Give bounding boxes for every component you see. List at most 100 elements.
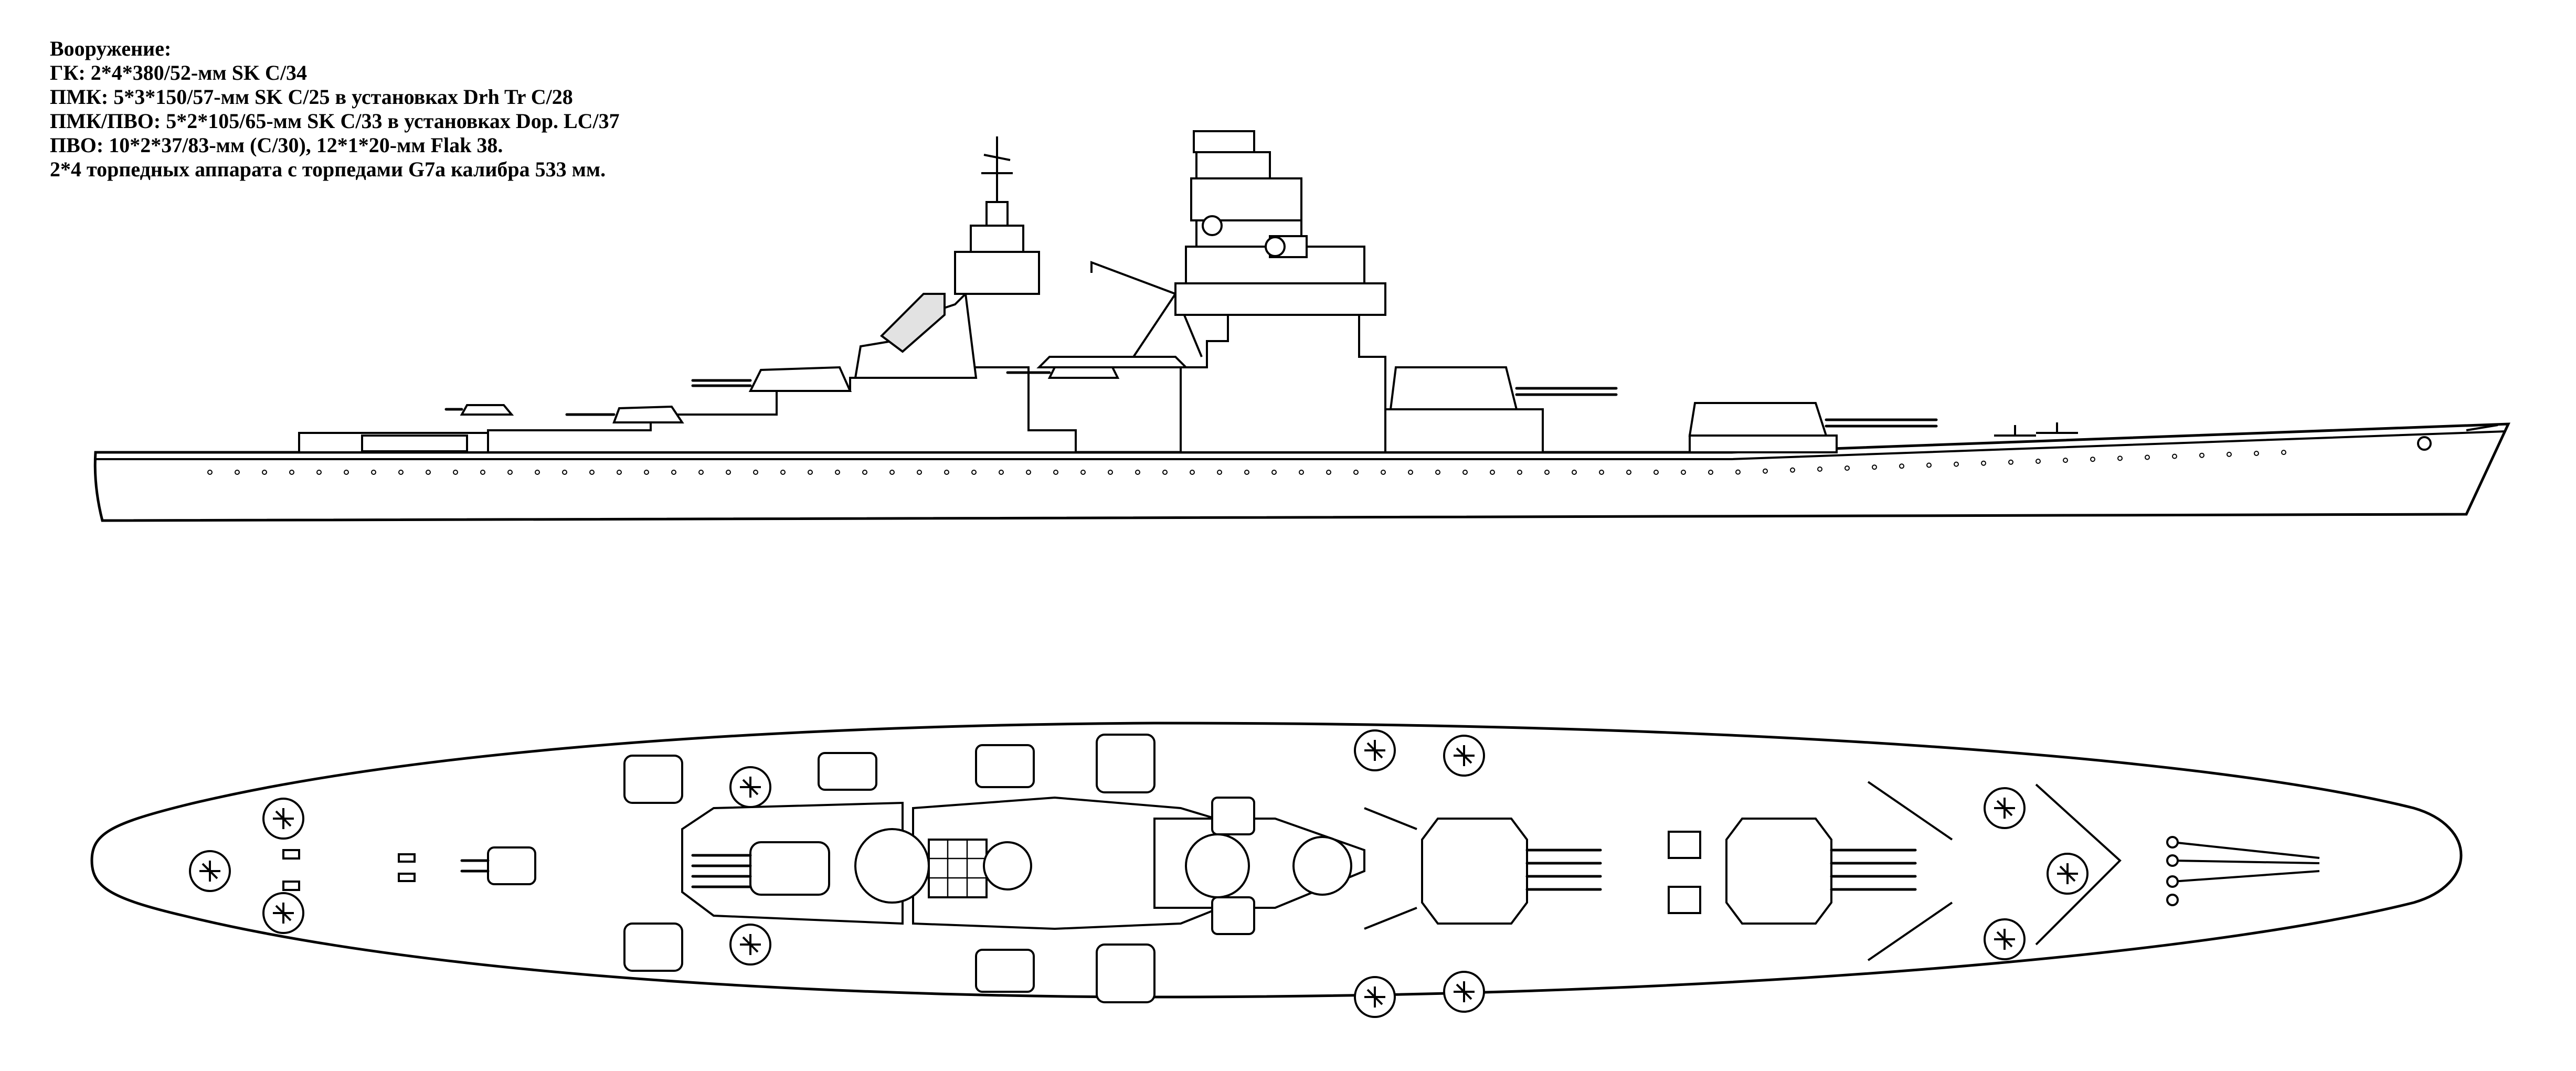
porthole: [316, 470, 322, 475]
plan-forward-director: [1292, 836, 1352, 896]
profile-rangefinder: [1193, 130, 1255, 153]
porthole: [1817, 466, 1822, 472]
porthole: [1053, 470, 1058, 475]
porthole: [835, 470, 840, 475]
porthole: [1735, 469, 1741, 475]
porthole: [1108, 470, 1113, 475]
porthole: [1681, 470, 1686, 475]
plan-breakwater: [1867, 781, 1953, 961]
porthole: [1544, 470, 1550, 475]
plan-secondary-turret-port-3: [975, 744, 1035, 788]
plan-aft-director: [854, 828, 930, 904]
plan-secondary-turret-port-4: [1096, 734, 1156, 793]
profile-midship-secondary-turret: [1047, 366, 1120, 379]
porthole: [780, 470, 786, 475]
porthole: [1299, 470, 1304, 475]
plan-secondary-turret-port-2: [818, 752, 877, 791]
porthole: [944, 470, 949, 475]
profile-stern-catapult: [361, 434, 468, 452]
plan-secondary-turret-port-1: [623, 755, 683, 804]
porthole: [1517, 470, 1522, 475]
porthole: [1626, 470, 1631, 475]
profile-aa-mount: [460, 404, 514, 416]
porthole: [507, 470, 513, 475]
profile-bridge-level: [1174, 282, 1386, 316]
porthole: [1490, 470, 1495, 475]
plan-forward-main-turret-b: [1421, 818, 1528, 925]
armament-spec-block: Вооружение: ГК: 2*4*380/52-мм SK C/34 ПМ…: [50, 37, 942, 182]
aa-emblem-icon: [199, 861, 220, 882]
profile-hull: [93, 422, 2510, 522]
plan-aft-main-turret: [749, 841, 830, 896]
profile-aft-superstructure: [487, 366, 1077, 453]
porthole: [1926, 462, 1932, 468]
plan-secondary-turret-stbd-1: [623, 922, 683, 972]
secondary-battery-line: ПМК: 5*3*150/57-мм SK C/25 в установках …: [50, 85, 573, 109]
porthole: [344, 470, 349, 475]
porthole: [453, 470, 458, 475]
anti-aircraft-line: ПВО: 10*2*37/83-мм (C/30), 12*1*20-мм Fl…: [50, 133, 503, 157]
profile-conning-tower: [1190, 177, 1302, 221]
porthole: [1408, 470, 1413, 475]
profile-jackstaff: [2466, 424, 2498, 431]
porthole: [480, 470, 485, 475]
aa-emblem-icon: [2057, 863, 2078, 884]
plan-secondary-turret-stbd-3: [975, 949, 1035, 993]
profile-crane: [1090, 261, 1178, 358]
porthole: [808, 470, 813, 475]
profile-barbette-b: [1384, 408, 1544, 453]
porthole: [1135, 470, 1140, 475]
porthole: [1572, 470, 1577, 475]
aa-emblem-icon: [1454, 981, 1475, 1002]
porthole: [426, 470, 431, 475]
profile-boat-deck: [1036, 356, 1189, 368]
aa-emblem-icon: [1454, 745, 1475, 766]
porthole: [2090, 457, 2095, 462]
profile-forward-superstructure: [1180, 314, 1386, 453]
porthole: [917, 470, 922, 475]
deck-plan-view: [90, 722, 2463, 1018]
profile-forward-main-turret-a: [1688, 402, 1828, 437]
porthole: [999, 470, 1004, 475]
porthole: [1653, 470, 1659, 475]
porthole: [1353, 470, 1359, 475]
profile-deck-line: [96, 430, 2506, 460]
porthole: [262, 470, 267, 475]
porthole: [1872, 464, 1877, 470]
side-profile-view: [93, 130, 2510, 522]
porthole: [617, 470, 622, 475]
profile-barbette-a: [1689, 434, 1838, 453]
porthole: [1381, 470, 1386, 475]
porthole: [971, 470, 977, 475]
porthole: [1217, 470, 1222, 475]
porthole: [535, 470, 540, 475]
porthole: [2008, 459, 2013, 465]
aa-emblem-icon: [1994, 798, 2015, 819]
porthole: [698, 470, 704, 475]
porthole: [1271, 470, 1277, 475]
profile-funnel-cap: [879, 293, 946, 353]
profile-anchor-gear: [1994, 425, 2036, 437]
plan-aa-mounts: [189, 729, 2089, 1018]
profile-portholes: [207, 450, 2286, 475]
profile-forward-main-turret-b: [1389, 366, 1518, 410]
porthole: [2254, 451, 2259, 456]
aa-emblem-icon: [273, 903, 294, 924]
armament-heading: Вооружение:: [50, 37, 172, 60]
porthole: [2063, 458, 2068, 463]
porthole: [1326, 470, 1331, 475]
porthole: [1599, 470, 1604, 475]
dual-purpose-line: ПМК/ПВО: 5*2*105/65-мм SK C/33 в установ…: [50, 109, 620, 133]
porthole: [1244, 470, 1249, 475]
porthole: [1981, 460, 1986, 466]
plan-bow-breakwater: [2035, 783, 2122, 946]
aa-emblem-icon: [273, 808, 294, 829]
torpedo-line: 2*4 торпедных аппарата с торпедами G7a к…: [50, 157, 606, 181]
plan-rangefinder-ring: [983, 841, 1032, 890]
porthole: [1954, 461, 1959, 467]
porthole: [398, 470, 404, 475]
porthole: [1190, 470, 1195, 475]
porthole: [1844, 465, 1850, 471]
porthole: [644, 470, 649, 475]
